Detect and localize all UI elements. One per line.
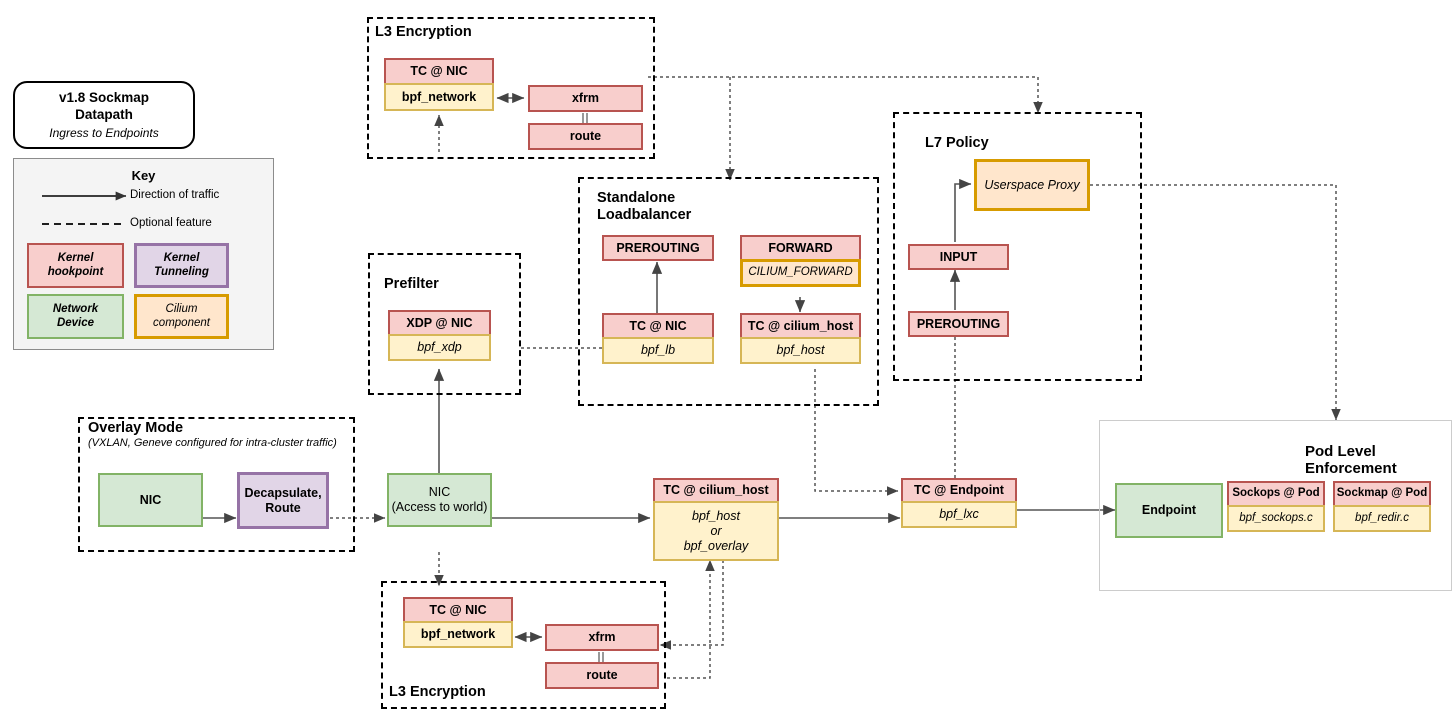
l3bot-bpf-network[interactable]: bpf_network [403, 621, 513, 648]
group-pod-level-enforcement-title: Pod Level Enforcement [1305, 443, 1397, 478]
pod-sockops-stack: Sockops @ Pod bpf_sockops.c [1227, 481, 1325, 532]
l7-userspace-proxy[interactable]: Userspace Proxy [974, 159, 1090, 211]
l7-prerouting[interactable]: PREROUTING [908, 311, 1009, 337]
pod-sockops[interactable]: Sockops @ Pod [1227, 481, 1325, 507]
lb-forward-stack: FORWARD CILIUM_FORWARD [740, 235, 861, 287]
title-card-title: v1.8 Sockmap Datapath [58, 90, 150, 122]
group-standalone-loadbalancer [578, 177, 879, 406]
l7-input[interactable]: INPUT [908, 244, 1009, 270]
group-overlay-mode-title: Overlay Mode [88, 420, 184, 436]
pod-bpf-sockops[interactable]: bpf_sockops.c [1227, 505, 1325, 532]
group-overlay-mode [78, 417, 355, 552]
group-prefilter-title: Prefilter [384, 276, 439, 292]
lb-forward[interactable]: FORWARD [740, 235, 861, 261]
key-swatch-cilium-component: Cilium component [134, 294, 229, 339]
l3bot-xfrm[interactable]: xfrm [545, 624, 659, 651]
main-tc-cilium-host-stack: TC @ cilium_host bpf_host or bpf_overlay [653, 478, 779, 561]
group-l7-policy [893, 112, 1142, 381]
lb-tc-cilium-host[interactable]: TC @ cilium_host [740, 313, 861, 339]
prefilter-stack: XDP @ NIC bpf_xdp [388, 310, 491, 361]
group-pod-level-enforcement [1099, 420, 1452, 591]
l3bot-tc-nic[interactable]: TC @ NIC [403, 597, 513, 623]
legend-solid-label: Direction of traffic [130, 189, 220, 201]
l3bot-tc-nic-stack: TC @ NIC bpf_network [403, 597, 513, 648]
title-card: v1.8 Sockmap Datapath Ingress to Endpoin… [13, 81, 195, 149]
group-l3-encryption-bottom-title: L3 Encryption [389, 684, 486, 700]
main-bpf-host-or-overlay[interactable]: bpf_host or bpf_overlay [653, 501, 779, 561]
pod-bpf-redir[interactable]: bpf_redir.c [1333, 505, 1431, 532]
pod-sockmap[interactable]: Sockmap @ Pod [1333, 481, 1431, 507]
legend-solid-line-icon [42, 191, 127, 201]
key-swatch-network-device: Network Device [27, 294, 124, 339]
group-prefilter [368, 253, 521, 395]
lb-prerouting[interactable]: PREROUTING [602, 235, 714, 261]
l3top-tc-nic[interactable]: TC @ NIC [384, 58, 494, 85]
pod-sockmap-stack: Sockmap @ Pod bpf_redir.c [1333, 481, 1431, 532]
key-title: Key [131, 168, 156, 183]
main-bpf-lxc[interactable]: bpf_lxc [901, 501, 1017, 528]
prefilter-xdp-nic[interactable]: XDP @ NIC [388, 310, 491, 336]
main-tc-endpoint[interactable]: TC @ Endpoint [901, 478, 1017, 503]
legend-dashed-label: Optional feature [130, 217, 212, 229]
group-overlay-mode-subtitle: (VXLAN, Geneve configured for intra-clus… [88, 437, 337, 449]
group-l3-encryption-top [367, 17, 655, 159]
overlay-decapsulate-route[interactable]: Decapsulate, Route [237, 472, 329, 529]
lb-tc-nic-stack: TC @ NIC bpf_lb [602, 313, 714, 364]
key-panel: Key Direction of traffic Optional featur… [13, 158, 274, 350]
title-card-subtitle: Ingress to Endpoints [49, 125, 159, 140]
overlay-nic[interactable]: NIC [98, 473, 203, 527]
main-tc-cilium-host[interactable]: TC @ cilium_host [653, 478, 779, 503]
key-swatch-kernel-tunneling: Kernel Tunneling [134, 243, 229, 288]
lb-bpf-host[interactable]: bpf_host [740, 337, 861, 364]
lb-bpf-lb[interactable]: bpf_lb [602, 337, 714, 364]
l3top-xfrm[interactable]: xfrm [528, 85, 643, 112]
group-l3-encryption-bottom [381, 581, 666, 709]
l3top-tc-nic-stack: TC @ NIC bpf_network [384, 58, 494, 111]
lb-cilium-forward[interactable]: CILIUM_FORWARD [740, 259, 861, 287]
main-tc-endpoint-stack: TC @ Endpoint bpf_lxc [901, 478, 1017, 528]
lb-tc-nic[interactable]: TC @ NIC [602, 313, 714, 339]
lb-tc-cilium-host-stack: TC @ cilium_host bpf_host [740, 313, 861, 364]
key-swatch-kernel-hookpoint: Kernel hookpoint [27, 243, 124, 288]
prefilter-bpf-xdp[interactable]: bpf_xdp [388, 334, 491, 361]
l3bot-route[interactable]: route [545, 662, 659, 689]
group-l3-encryption-top-title: L3 Encryption [375, 24, 472, 40]
nic-access-to-world[interactable]: NIC (Access to world) [387, 473, 492, 527]
legend-dashed-line-icon [42, 223, 126, 225]
pod-endpoint[interactable]: Endpoint [1115, 483, 1223, 538]
l3top-route[interactable]: route [528, 123, 643, 150]
group-standalone-loadbalancer-title: Standalone Loadbalancer [597, 190, 692, 223]
l3top-bpf-network[interactable]: bpf_network [384, 83, 494, 111]
group-l7-policy-title: L7 Policy [925, 135, 989, 151]
